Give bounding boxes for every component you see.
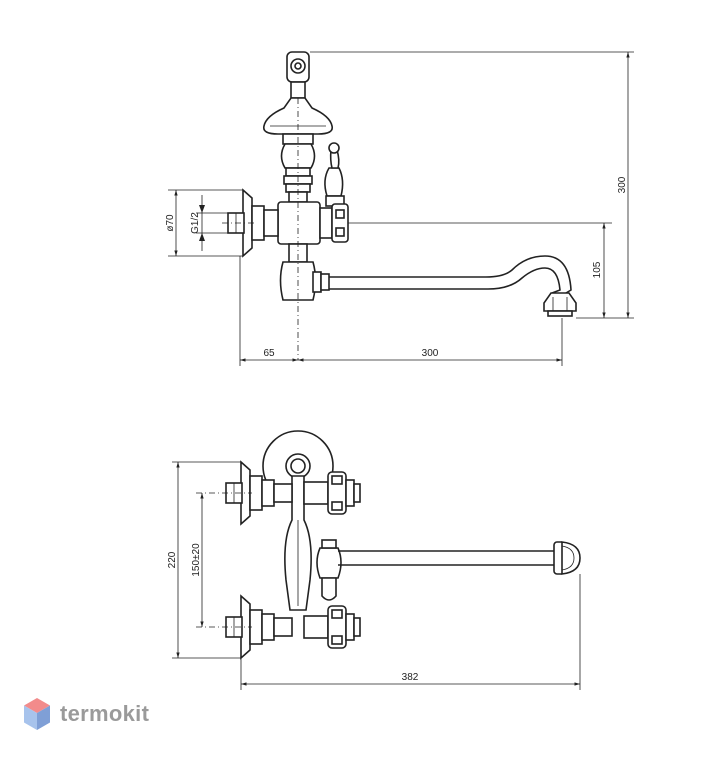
upper-wall-connection (225, 460, 293, 526)
top-view: 220 150±20 382 (167, 430, 581, 690)
mixer-body (277, 201, 321, 245)
dim-text-g12: G1/2 (190, 212, 201, 234)
dim-text-65: 65 (263, 348, 275, 359)
dim-text-220: 220 (167, 551, 178, 568)
dim-thread-g12: G1/2 (190, 195, 228, 251)
top-connector (286, 51, 310, 99)
handle-lever (324, 142, 345, 207)
middle-handle (316, 539, 342, 601)
dim-text-382: 382 (402, 672, 419, 683)
dim-text-150: 150±20 (191, 543, 202, 577)
upper-valve (303, 471, 361, 515)
lower-wall-connection (225, 594, 293, 660)
brand-name: termokit (60, 701, 150, 726)
dim-center-150: 150±20 (191, 493, 204, 627)
dim-text-300-v: 300 (617, 176, 628, 193)
dim-reach-382: 382 (240, 574, 581, 690)
dim-drop-105: 105 (348, 222, 612, 318)
right-valve (319, 203, 349, 243)
spout-pipe (329, 255, 572, 294)
hexagon-logo-icon (24, 698, 50, 730)
dim-horizontal-side: 65 300 (239, 256, 563, 366)
dim-text-105: 105 (592, 261, 603, 278)
side-view: 300 105 ø70 G1/2 6 (165, 51, 634, 366)
aerator (543, 292, 577, 317)
dim-height-220: 220 (167, 461, 241, 659)
lower-valve (303, 605, 361, 649)
spout-joint (279, 243, 330, 301)
brand-logo[interactable]: termokit (22, 694, 149, 734)
dim-height-300: 300 (310, 51, 634, 319)
dim-text-phi70: ø70 (165, 214, 176, 232)
dim-text-300-h: 300 (422, 348, 439, 359)
dim-diameter-70: ø70 (165, 189, 243, 257)
spout-top (338, 541, 581, 575)
